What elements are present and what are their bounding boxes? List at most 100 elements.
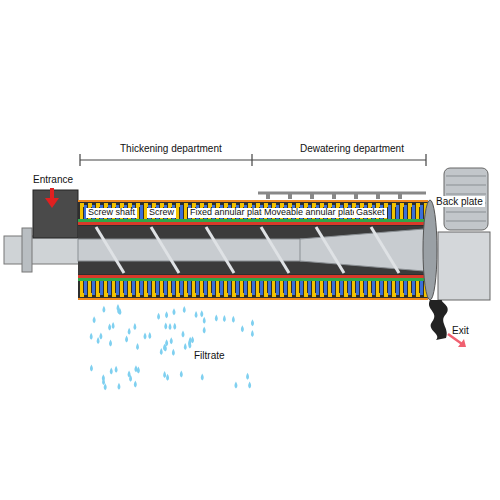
motor-fin	[446, 185, 486, 186]
filtrate-drop	[165, 311, 168, 318]
gasket-strip	[168, 203, 172, 207]
filtrate-drop	[109, 340, 112, 347]
filtrate-drop	[251, 330, 254, 337]
gasket-strip	[128, 293, 132, 297]
gasket-strip	[120, 203, 124, 207]
fixed-plate	[96, 281, 99, 293]
gasket-strip	[400, 203, 404, 207]
part-label: Screw	[147, 208, 176, 218]
filtrate-drop	[102, 378, 105, 385]
gasket-strip	[96, 203, 100, 207]
fixed-plate	[312, 281, 315, 293]
gasket-strip	[144, 293, 148, 297]
gasket-strip	[192, 203, 196, 207]
gasket-strip	[112, 293, 116, 297]
gasket-strip	[208, 203, 212, 207]
gasket-strip	[304, 293, 308, 297]
fixed-plate	[184, 207, 187, 219]
fixed-plate	[344, 281, 347, 293]
fixed-plate	[88, 281, 91, 293]
filtrate-drop	[172, 349, 175, 356]
fixed-plate	[408, 281, 411, 293]
filtrate-drop	[136, 343, 139, 350]
filtrate-drop	[181, 330, 184, 337]
fixed-plate	[168, 281, 171, 293]
gasket-strip	[336, 293, 340, 297]
gasket-strip	[392, 203, 396, 207]
filtrate-drop	[116, 304, 119, 311]
fixed-plate	[144, 281, 147, 293]
fixed-plate	[112, 281, 115, 293]
entrance-hopper	[33, 190, 78, 238]
drum-body	[78, 200, 428, 300]
moveable-plate	[412, 205, 415, 219]
fixed-plate	[80, 281, 83, 293]
gasket-strip	[272, 203, 276, 207]
filtrate-drop	[134, 381, 137, 388]
moveable-plate	[156, 281, 159, 295]
filtrate-drop	[104, 383, 107, 390]
gasket-strip	[216, 203, 220, 207]
moveable-plate	[180, 205, 183, 219]
gasket-strip	[280, 293, 284, 297]
gasket-strip	[288, 203, 292, 207]
filtrate-drop	[173, 323, 176, 330]
filtrate-drop	[134, 365, 137, 372]
filtrate-drop	[232, 316, 235, 323]
shaft-end	[4, 236, 80, 264]
gasket-strip	[208, 293, 212, 297]
fixed-plate	[208, 281, 211, 293]
gasket-strip	[400, 293, 404, 297]
filtrate-drop	[110, 367, 113, 374]
gasket-strip	[216, 293, 220, 297]
fixed-plate	[176, 281, 179, 293]
screw-flight	[151, 227, 179, 273]
drum-interior	[78, 226, 428, 274]
gasket-strip	[288, 293, 292, 297]
filtrate-drop	[165, 339, 168, 346]
filtrate-drop	[180, 370, 183, 377]
back-plate	[423, 200, 437, 300]
part-label: Fixed annular plate	[188, 208, 269, 218]
spray-nozzle	[288, 193, 292, 199]
fixed-plate	[120, 281, 123, 293]
filtrate-drop	[112, 322, 115, 329]
moveable-plate	[140, 281, 143, 295]
filtrate-drop	[102, 306, 105, 313]
gasket-strip	[416, 293, 420, 297]
filtrate-drop	[90, 365, 93, 372]
gasket-strip	[128, 203, 132, 207]
filtrate-drop	[251, 319, 254, 326]
gasket-strip	[184, 293, 188, 297]
gasket-strip	[384, 293, 388, 297]
motor-fin	[446, 194, 486, 195]
moveable-plate	[332, 281, 335, 295]
filtrate-drop	[170, 337, 173, 344]
spray-nozzle	[398, 193, 402, 199]
filtrate-drop	[166, 374, 169, 381]
gasket-strip	[352, 293, 356, 297]
fixed-plate	[160, 281, 163, 293]
fixed-plate	[288, 281, 291, 293]
moveable-plate	[404, 205, 407, 219]
gasket-strip	[256, 203, 260, 207]
gasket-strip	[176, 203, 180, 207]
moveable-plate	[284, 281, 287, 295]
gasket-strip	[104, 293, 108, 297]
fixed-plate	[104, 281, 107, 293]
filtrate-drop	[246, 373, 249, 380]
gasket-strip	[256, 293, 260, 297]
filtrate-drop	[203, 326, 206, 333]
moveable-plate	[244, 281, 247, 295]
screw-flight	[316, 227, 344, 273]
gasket-strip	[312, 293, 316, 297]
fixed-plate	[248, 281, 251, 293]
fixed-plate	[360, 281, 363, 293]
motor-fin	[446, 176, 486, 177]
gasket-strip	[80, 293, 84, 297]
moveable-plate	[180, 281, 183, 295]
entrance-arrowhead	[45, 198, 59, 208]
moveable-plate	[276, 281, 279, 295]
filtrate-drop	[163, 371, 166, 378]
fixed-plate	[80, 207, 83, 219]
